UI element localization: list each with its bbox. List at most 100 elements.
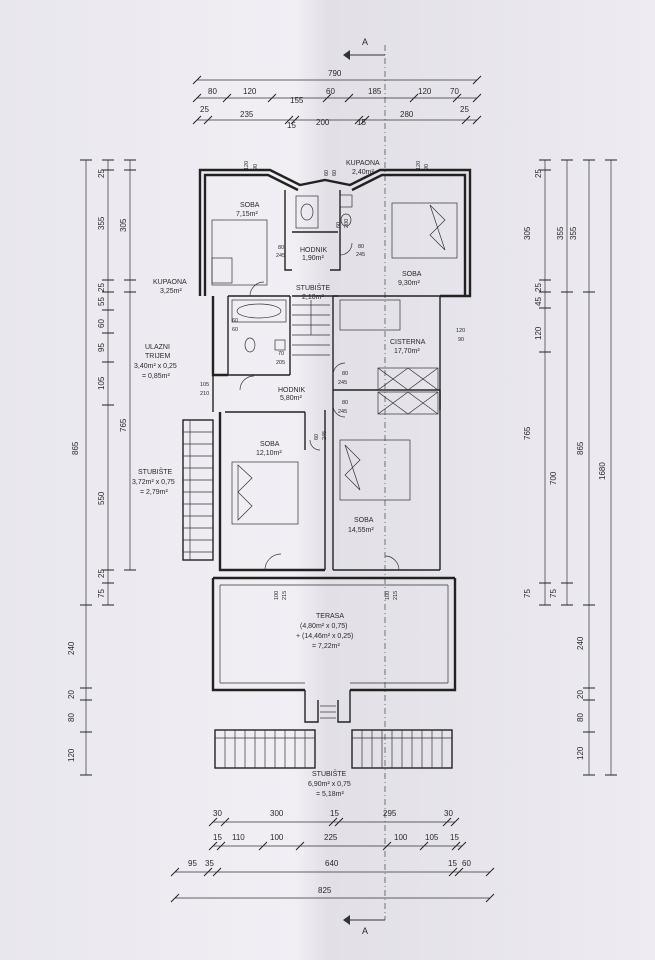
dim-right-25a: 25 (534, 169, 543, 178)
opening-o3-b: 90 (424, 164, 430, 170)
dim-right-25b: 25 (534, 283, 543, 292)
dim-bot1-2: 300 (270, 809, 284, 818)
room-ulazni-line1: ULAZNI (145, 344, 170, 351)
dim-right-75b: 75 (549, 589, 558, 598)
dim-right-765: 765 (523, 426, 532, 440)
dim-bot1-4: 295 (383, 809, 397, 818)
opening-o2-b: 60 (332, 170, 338, 176)
room-hodnik-top-name: HODNIK (300, 247, 328, 254)
dim-left-550: 550 (97, 491, 106, 505)
dim-top-total: 790 (328, 69, 342, 78)
room-stubiste-left-line3: = 2,79m² (140, 489, 168, 496)
dim-top2-5: 185 (368, 87, 382, 96)
opening-o5-a: 60 (336, 222, 342, 228)
opening-o9-b: 90 (458, 337, 464, 343)
dim-top2-4: 60 (326, 87, 335, 96)
dim-left-20: 20 (67, 690, 76, 699)
dim-bot2-6: 105 (425, 833, 439, 842)
room-soba3-area: 12,10m² (256, 450, 282, 457)
dim-left-355: 355 (97, 216, 106, 230)
room-ulazni-line2: TRIJEM (145, 353, 170, 360)
dim-left-240: 240 (67, 641, 76, 655)
opening-o5-b: 200 (344, 219, 350, 228)
room-stubiste-bottom-line1: STUBIŠTE (312, 769, 347, 778)
dim-right-20: 20 (576, 690, 585, 699)
dim-top2-6: 120 (418, 87, 432, 96)
dim-right-120: 120 (576, 746, 585, 760)
dim-bot2-5: 100 (394, 833, 408, 842)
dim-right-80: 80 (576, 713, 585, 722)
dim-right-45: 45 (534, 297, 543, 306)
room-stubiste-inner-name: STUBIŠTE (296, 283, 331, 292)
dim-top3-7: 25 (460, 105, 469, 114)
dim-top2-7: 70 (450, 87, 459, 96)
stairs-inner (292, 300, 330, 356)
dim-bot2-2: 110 (232, 833, 245, 842)
room-kupaona-top-area: 2,40m² (352, 169, 374, 176)
dim-top3-3: 15 (287, 121, 296, 130)
opening-o8-b: 205 (276, 360, 285, 366)
dim-right-305: 305 (523, 226, 532, 240)
dim-right-240: 240 (576, 636, 585, 650)
dim-top2-3: 155 (290, 96, 304, 105)
dim-left-80: 80 (67, 713, 76, 722)
opening-o4-b: 245 (276, 253, 285, 259)
room-kupaona-left-area: 3,25m² (160, 288, 182, 295)
dim-right-total: 1680 (598, 462, 607, 480)
room-terasa-line2: (4,80m² x 0,75) (300, 623, 347, 630)
room-ulazni-line4: = 0,85m² (142, 373, 170, 380)
stairs-left (182, 419, 214, 561)
section-line: A A (343, 37, 386, 936)
opening-o12-a: 80 (342, 371, 348, 377)
opening-o15-b: 215 (393, 591, 399, 600)
opening-o7-a: 60 (232, 318, 238, 324)
dim-left-765: 765 (119, 418, 128, 432)
dim-bot4-total: 825 (318, 886, 332, 895)
furniture (211, 194, 458, 525)
doors (239, 242, 400, 571)
opening-o11-a: 60 (314, 434, 320, 440)
bottom-dimensions: 30 300 15 295 30 15 110 100 225 100 105 … (170, 809, 495, 903)
dim-left-55: 55 (97, 297, 106, 306)
opening-o8-a: 70 (278, 351, 284, 357)
dim-right-120: 120 (534, 326, 543, 340)
dim-top3-2: 235 (240, 110, 254, 119)
opening-o6-a: 80 (358, 244, 364, 250)
room-ulazni-line3: 3,40m² x 0,25 (134, 363, 177, 370)
dim-left-25a: 25 (97, 169, 106, 178)
dim-bot2-7: 15 (450, 833, 459, 842)
dim-left-120: 120 (67, 748, 76, 762)
dim-top3-4: 200 (316, 118, 330, 127)
dim-top2-2: 120 (243, 87, 257, 96)
room-soba1-area: 7,15m² (236, 211, 258, 218)
room-labels: SOBA 7,15m² KUPAONA 2,40m² HODNIK 1,90m²… (132, 160, 426, 798)
opening-o3-a: 120 (416, 161, 422, 170)
dim-right-865: 865 (576, 441, 585, 455)
room-soba2-name: SOBA (402, 271, 422, 278)
section-marker-top: A (362, 37, 368, 47)
dim-bot1-5: 30 (444, 809, 453, 818)
room-soba1-name: SOBA (240, 202, 260, 209)
room-hodnik-mid-area: 5,80m² (280, 395, 302, 402)
room-soba2-area: 9,30m² (398, 280, 420, 287)
room-stubiste-bottom-line2: 6,90m² x 0,75 (308, 781, 351, 788)
dim-left-305: 305 (119, 218, 128, 232)
dim-top3-1: 25 (200, 105, 209, 114)
opening-o9-a: 120 (456, 328, 465, 334)
opening-o2-a: 60 (324, 170, 330, 176)
dim-bot3-5: 60 (462, 859, 471, 868)
room-stubiste-left-line2: 3,72m² x 0,75 (132, 479, 175, 486)
room-cisterna-name: CISTERNA (390, 339, 426, 346)
dim-bot2-1: 15 (213, 833, 222, 842)
room-soba3-name: SOBA (260, 441, 280, 448)
section-marker-bottom: A (362, 926, 368, 936)
dim-bot3-2: 35 (205, 859, 214, 868)
room-kupaona-top-name: KUPAONA (346, 160, 380, 167)
opening-o12-b: 245 (338, 380, 347, 386)
stairs-bottom (214, 705, 453, 769)
dim-top2-1: 80 (208, 87, 217, 96)
dim-left-95: 95 (97, 343, 106, 352)
dim-right-700: 700 (549, 471, 558, 485)
opening-o1-a: 120 (244, 161, 250, 170)
top-dimensions: 790 80 120 155 60 185 120 70 25 235 15 2… (192, 69, 482, 130)
